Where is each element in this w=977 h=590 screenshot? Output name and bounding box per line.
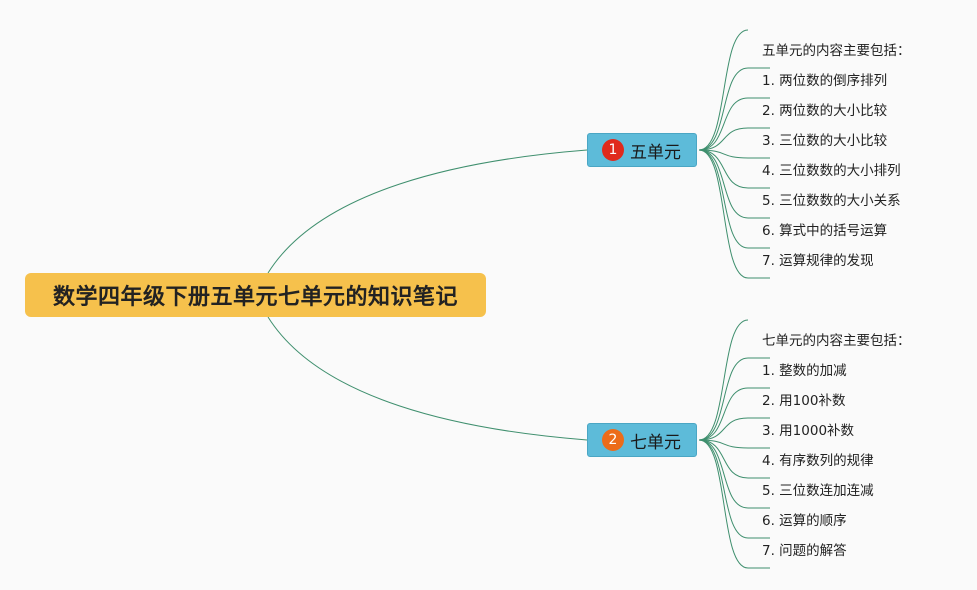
- leaf-connector: [698, 67, 770, 151]
- leaf-item[interactable]: 7. 运算规律的发现: [762, 253, 874, 269]
- leaf-item[interactable]: 6. 算式中的括号运算: [762, 223, 888, 239]
- leaf-item[interactable]: 2. 两位数的大小比较: [762, 103, 888, 119]
- leaf-connector: [698, 387, 770, 441]
- leaf-connector: [698, 149, 770, 279]
- number-badge-icon: 1: [602, 139, 624, 161]
- leaf-connector: [698, 29, 749, 151]
- leaf-item[interactable]: 7. 问题的解答: [762, 543, 847, 559]
- root-title: 数学四年级下册五单元七单元的知识笔记: [52, 285, 458, 310]
- leaf-item[interactable]: 5. 三位数数的大小关系: [762, 193, 901, 209]
- leaf-item[interactable]: 3. 三位数的大小比较: [762, 133, 888, 149]
- leaf-connector: [698, 127, 770, 151]
- leaf-connector: [698, 439, 770, 569]
- leaf-item[interactable]: 4. 有序数列的规律: [762, 453, 874, 469]
- leaf-connector: [698, 439, 770, 539]
- leaf-item[interactable]: 5. 三位数连加连减: [762, 483, 874, 499]
- leaf-item[interactable]: 3. 用1000补数: [762, 423, 855, 439]
- leaf-item[interactable]: 1. 两位数的倒序排列: [762, 73, 888, 89]
- number-badge-icon: 2: [602, 429, 624, 451]
- leaf-connector: [698, 149, 770, 189]
- branch-topic-unit5[interactable]: 1 五单元: [587, 133, 697, 167]
- leaf-item[interactable]: 1. 整数的加减: [762, 363, 847, 379]
- leaf-item[interactable]: 五单元的内容主要包括：: [762, 43, 911, 59]
- leaf-connector: [698, 97, 770, 151]
- leaf-item[interactable]: 6. 运算的顺序: [762, 513, 847, 529]
- branch-topic-unit7[interactable]: 2 七单元: [587, 423, 697, 457]
- leaf-item[interactable]: 4. 三位数数的大小排列: [762, 163, 901, 179]
- leaf-connector: [698, 357, 770, 441]
- leaf-connector: [698, 149, 770, 249]
- leaf-connector: [698, 149, 770, 219]
- leaf-connector: [698, 319, 749, 441]
- root-branch-connector: [267, 149, 588, 274]
- leaf-item[interactable]: 七单元的内容主要包括：: [762, 333, 911, 349]
- leaf-connector: [698, 149, 770, 159]
- root-topic[interactable]: 数学四年级下册五单元七单元的知识笔记: [25, 273, 486, 317]
- leaf-connector: [698, 439, 770, 509]
- branch-label: 五单元: [630, 142, 681, 163]
- root-branch-connector: [267, 316, 588, 441]
- branch-label: 七单元: [630, 432, 681, 453]
- leaf-connector: [698, 417, 770, 441]
- leaf-connector: [698, 439, 770, 479]
- leaf-connector: [698, 439, 770, 449]
- leaf-item[interactable]: 2. 用100补数: [762, 393, 846, 409]
